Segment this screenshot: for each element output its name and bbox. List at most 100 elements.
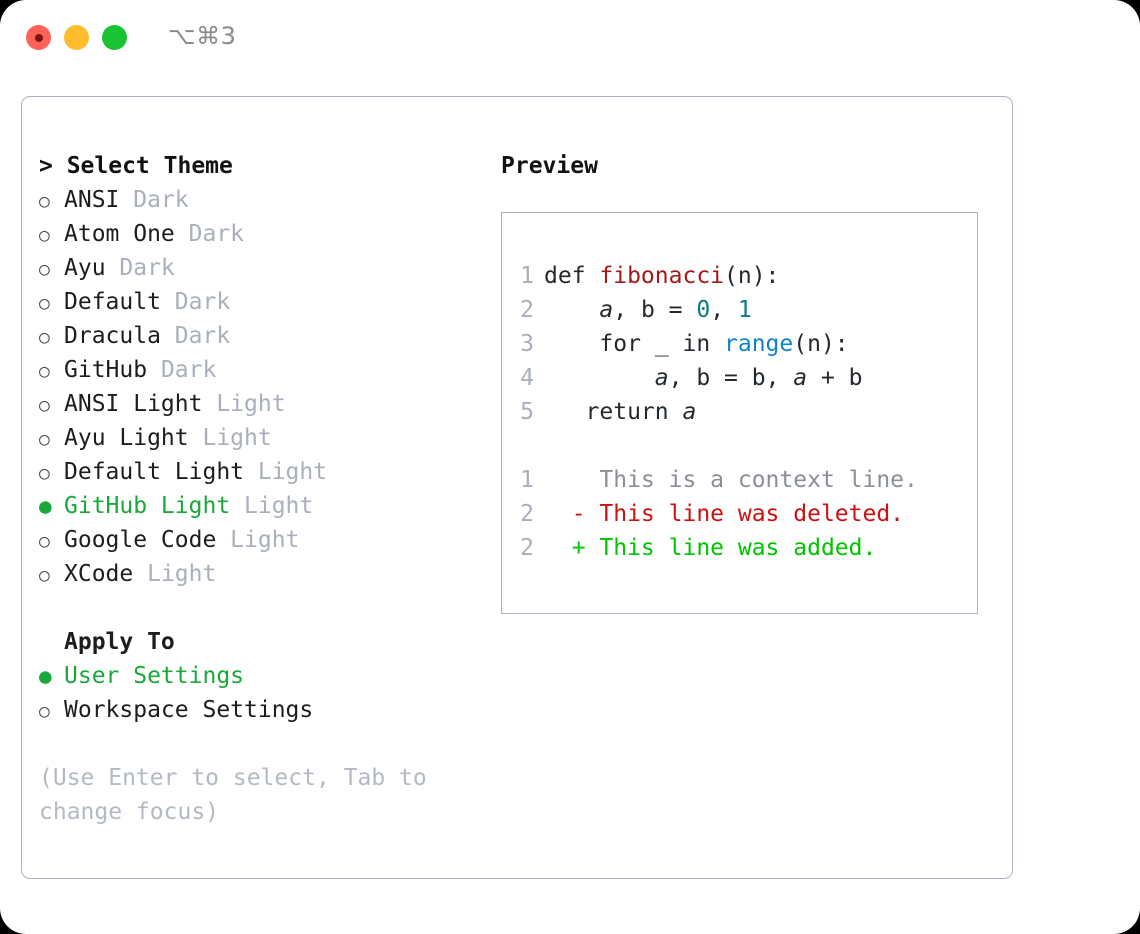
line-number: 2: [520, 535, 534, 561]
theme-option-google-code[interactable]: ○ Google Code Light: [39, 523, 489, 557]
radio-unselected-icon: ○: [39, 293, 50, 314]
select-theme-header: > Select Theme: [39, 153, 233, 179]
section-spacer: [39, 591, 489, 625]
token-plain: for _ in: [544, 331, 725, 357]
diff-sign: +: [544, 535, 586, 561]
theme-option-label: Ayu Light: [64, 425, 189, 451]
theme-option-atom-one[interactable]: ○Atom One Dark: [39, 217, 489, 251]
theme-option-variant: Dark: [160, 323, 231, 349]
minimize-window-button[interactable]: [64, 25, 89, 50]
apply-to-header: Apply To: [64, 629, 175, 655]
token-variable: a: [654, 365, 669, 391]
token-plain: , b =: [613, 297, 697, 323]
line-number: 1: [520, 467, 534, 493]
radio-selected-icon: ●: [39, 664, 52, 688]
code-line: 5 return a: [502, 395, 977, 429]
diff-preview: 1 This is a context line.2 - This line w…: [502, 463, 977, 565]
diff-line-content: This is a context line.: [585, 467, 918, 493]
theme-option-ansi-light[interactable]: ○ANSI Light Light: [39, 387, 489, 421]
theme-option-github-light[interactable]: ● GitHub Light Light: [39, 489, 489, 523]
diff-sign: -: [544, 501, 586, 527]
apply-to-header-row: Apply To: [39, 625, 489, 659]
token-variable: a: [682, 399, 697, 425]
token-plain: return: [544, 399, 683, 425]
diff-line-content: This line was deleted.: [585, 501, 905, 527]
theme-option-label: Google Code: [64, 527, 217, 553]
title-bar: ⌥⌘3: [0, 0, 1140, 78]
theme-option-list: ○ANSI Dark○Atom One Dark○Ayu Dark○Defaul…: [39, 183, 489, 591]
line-number: 4: [520, 365, 534, 391]
theme-option-ayu-light[interactable]: ○ Ayu Light Light: [39, 421, 489, 455]
diff-line-content: This line was added.: [585, 535, 877, 561]
theme-option-variant: Light: [244, 459, 328, 485]
theme-option-variant: Light: [216, 527, 300, 553]
radio-unselected-icon: ○: [39, 361, 50, 382]
theme-option-variant: Dark: [147, 357, 217, 383]
theme-option-xcode[interactable]: ○XCode Light: [39, 557, 489, 591]
code-line-content: a, b = b, a + b: [544, 361, 863, 395]
theme-option-label: Dracula: [64, 323, 161, 349]
token-function-name: fibonacci: [599, 263, 725, 289]
theme-option-label: Ayu: [64, 255, 106, 281]
theme-option-ansi[interactable]: ○ANSI Dark: [39, 183, 489, 217]
keyboard-hint-text: (Use Enter to select, Tab to change focu…: [39, 765, 441, 825]
token-plain: [544, 365, 655, 391]
theme-option-variant: Light: [230, 493, 314, 519]
theme-option-label: GitHub Light: [64, 493, 231, 519]
radio-unselected-icon: ○: [39, 463, 50, 484]
theme-option-github[interactable]: ○GitHub Dark: [39, 353, 489, 387]
token-plain: (n):: [724, 263, 780, 289]
theme-option-variant: Light: [188, 425, 272, 451]
theme-option-label: Default: [64, 289, 161, 315]
code-line: 4 a, b = b, a + b: [502, 361, 977, 395]
radio-unselected-icon: ○: [39, 429, 50, 450]
theme-option-label: ANSI Light: [64, 391, 203, 417]
radio-unselected-icon: ○: [39, 259, 50, 280]
theme-option-dracula[interactable]: ○ Dracula Dark: [39, 319, 489, 353]
theme-option-variant: Dark: [174, 221, 245, 247]
code-line: 2 a, b = 0, 1: [502, 293, 977, 327]
line-number: 2: [520, 297, 534, 323]
diff-line-del: 2 - This line was deleted.: [502, 497, 977, 531]
radio-selected-icon: ●: [39, 494, 52, 518]
token-plain: , b = b,: [668, 365, 794, 391]
code-line-content: a, b = 0, 1: [544, 293, 751, 327]
diff-sign: [544, 463, 586, 497]
theme-option-default-light[interactable]: ○Default Light Light: [39, 455, 489, 489]
maximize-window-button[interactable]: [102, 25, 127, 50]
token-plain: ,: [710, 297, 738, 323]
line-number: 3: [520, 331, 534, 357]
close-window-button[interactable]: [26, 25, 51, 50]
theme-option-ayu[interactable]: ○Ayu Dark: [39, 251, 489, 285]
line-number: 5: [520, 399, 534, 425]
radio-unselected-icon: ○: [39, 191, 50, 212]
theme-selector-column: > Select Theme ○ANSI Dark○Atom One Dark○…: [39, 149, 489, 829]
radio-unselected-icon: ○: [39, 225, 50, 246]
token-variable: a: [599, 297, 614, 323]
code-line-content: return a: [544, 395, 697, 429]
theme-option-default[interactable]: ○Default Dark: [39, 285, 489, 319]
theme-option-variant: Light: [133, 561, 217, 587]
apply-to-option-user-settings[interactable]: ● User Settings: [39, 659, 489, 693]
diff-line-add: 2 + This line was added.: [502, 531, 977, 565]
apply-to-option-label: User Settings: [64, 663, 245, 689]
code-line-content: for _ in range(n):: [544, 327, 848, 361]
preview-header: Preview: [501, 153, 598, 179]
diff-line-ctx: 1 This is a context line.: [502, 463, 977, 497]
keyboard-shortcut-label: ⌥⌘3: [168, 22, 237, 50]
apply-to-header-indent: [39, 627, 64, 661]
radio-unselected-icon: ○: [39, 395, 50, 416]
radio-unselected-icon: ○: [39, 531, 50, 552]
radio-unselected-icon: ○: [39, 327, 50, 348]
apply-to-option-workspace-settings[interactable]: ○Workspace Settings: [39, 693, 489, 727]
traffic-lights: [26, 25, 127, 50]
main-panel: > Select Theme ○ANSI Dark○Atom One Dark○…: [21, 96, 1013, 879]
apply-to-option-list: ● User Settings ○Workspace Settings: [39, 659, 489, 727]
line-number: 2: [520, 501, 534, 527]
token-number: 0: [696, 297, 711, 323]
